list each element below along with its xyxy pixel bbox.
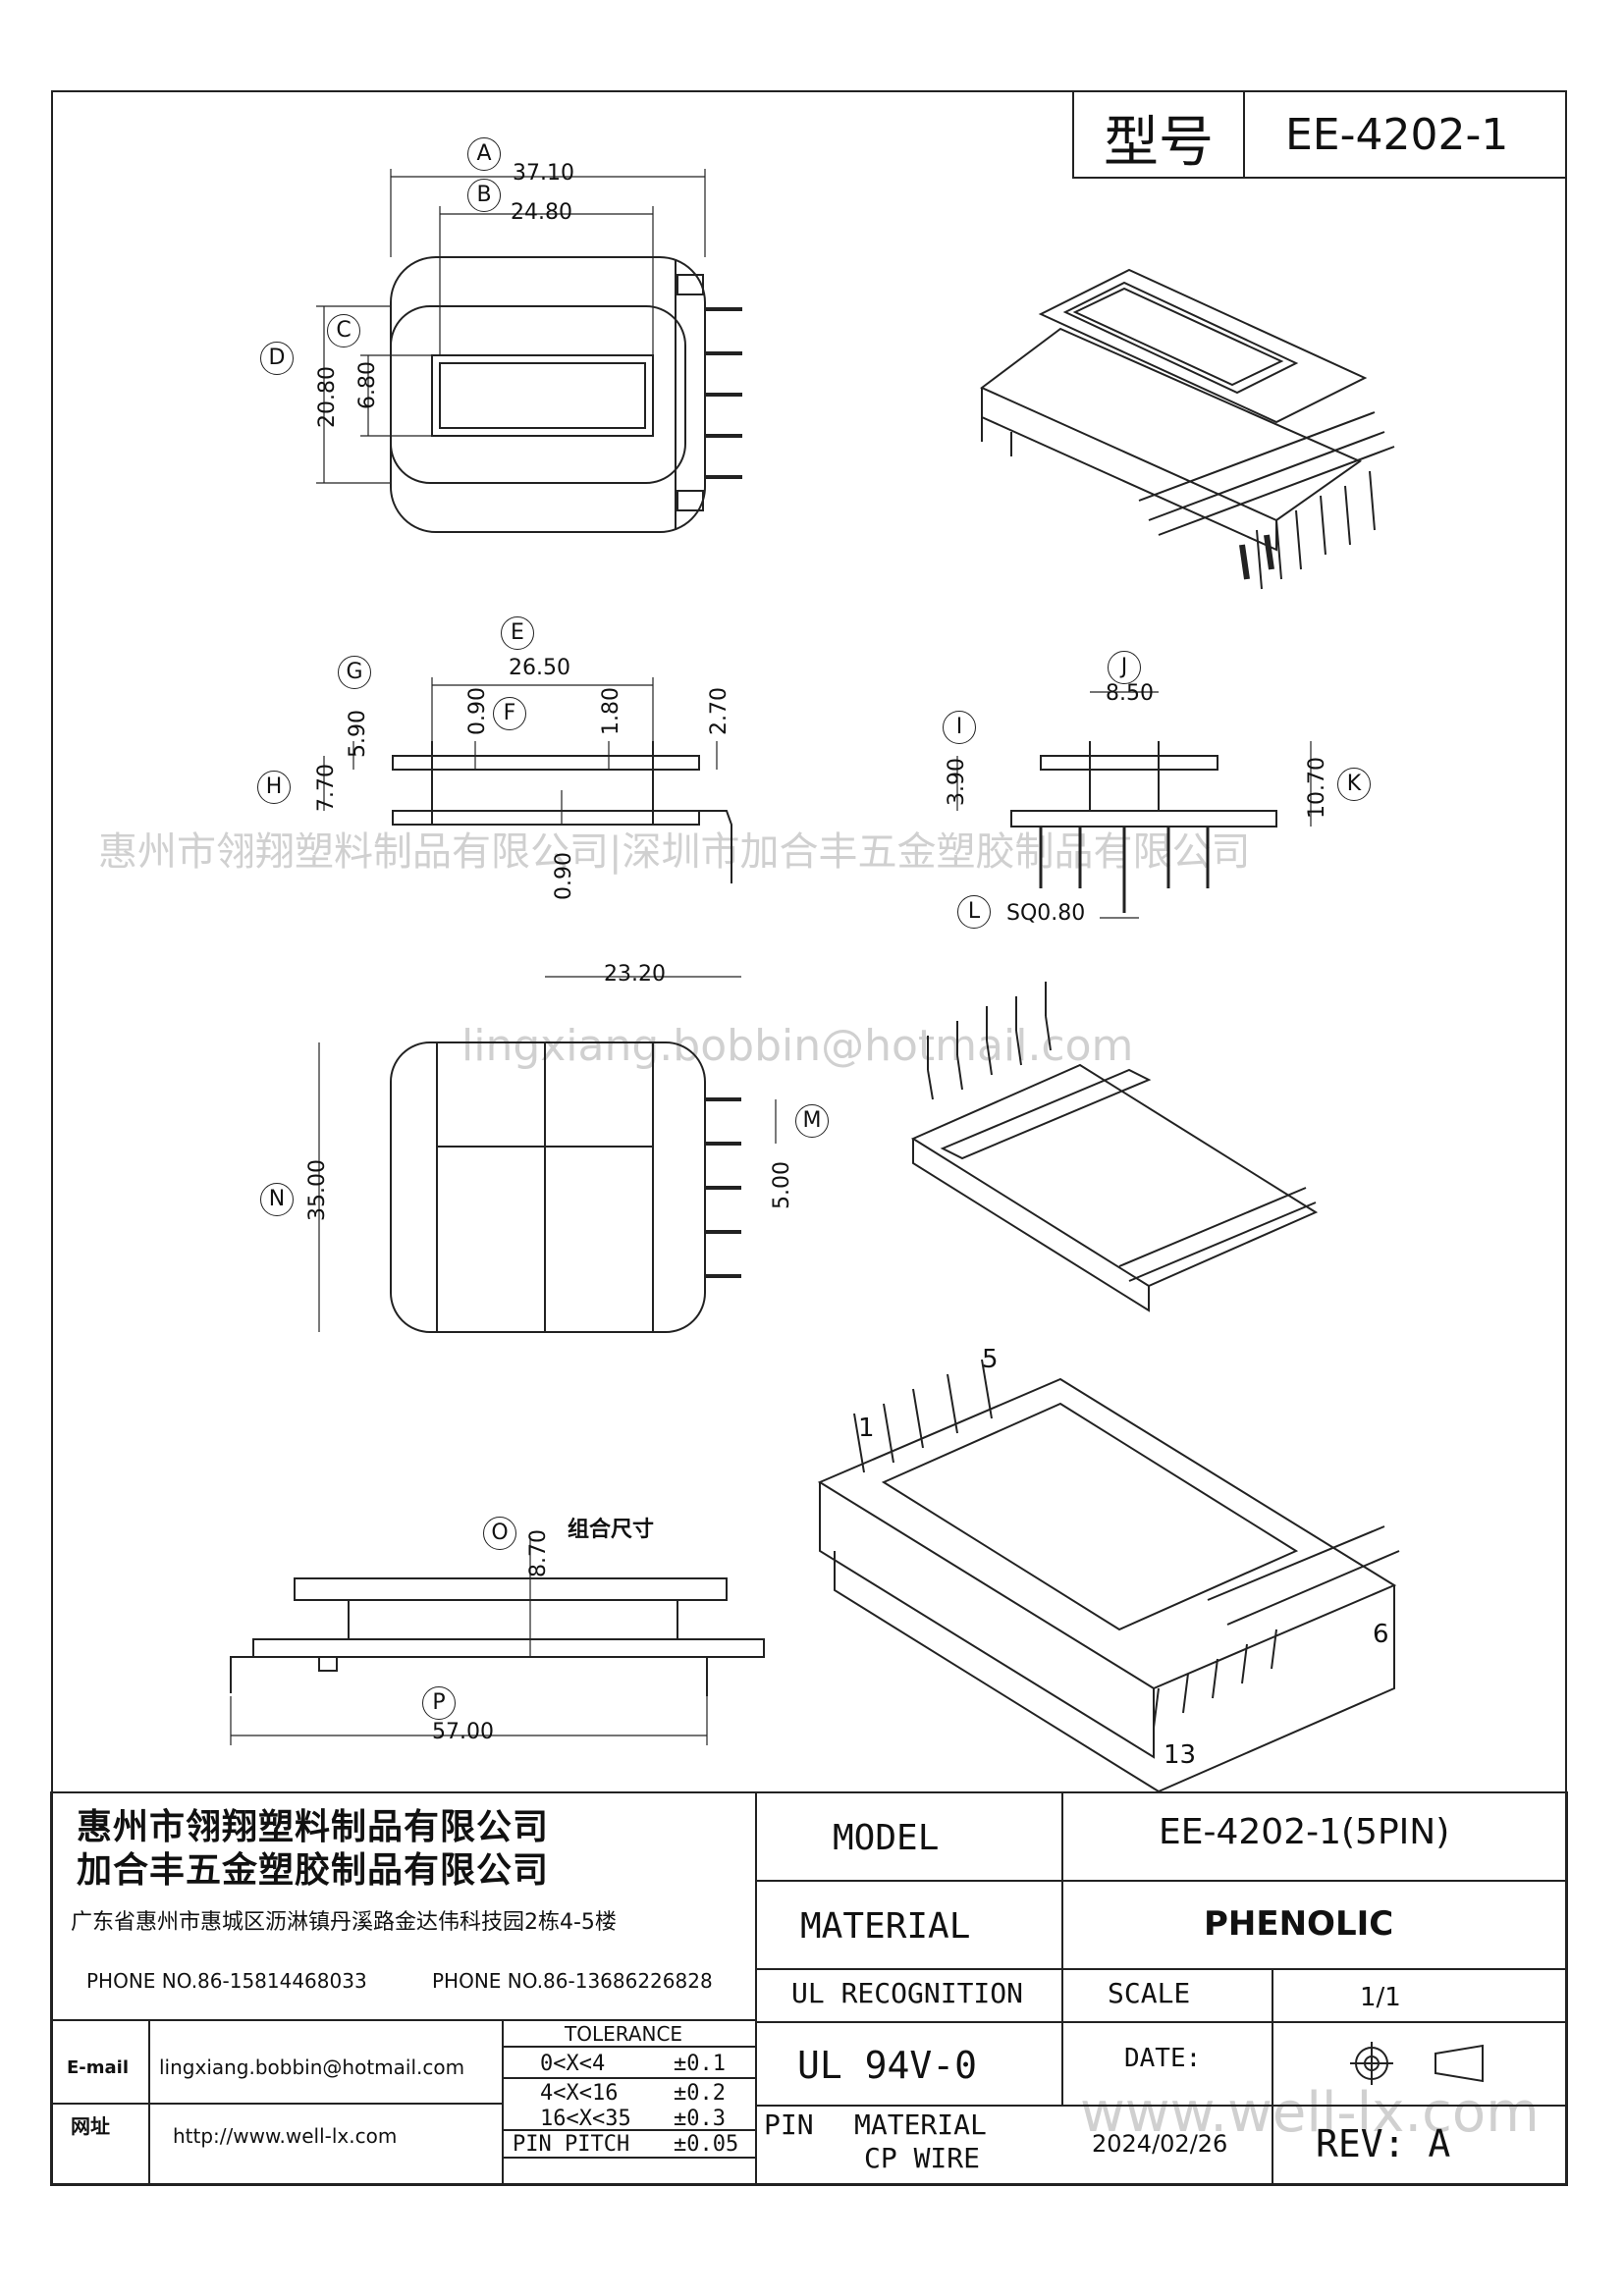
balloon-L: L [957,895,991,929]
balloon-E: E [501,616,534,650]
dim-F3: 2.70 [706,687,731,735]
tolerance-value-1: ±0.1 [674,2052,726,2076]
phone-1: PHONE NO.86-15814468033 [86,1969,367,1993]
balloon-B: B [467,179,501,212]
pin-number-1: 1 [858,1414,875,1443]
top-view [316,169,742,533]
bottom-view [318,976,777,1333]
balloon-M: M [795,1104,829,1138]
dim-O: 8.70 [525,1529,551,1577]
email-value[interactable]: lingxiang.bobbin@hotmail.com [159,2056,465,2079]
dim-B: 24.80 [511,200,572,225]
dim-F: 0.90 [464,687,490,735]
dim-K: 10.70 [1304,757,1329,819]
model-value: EE-4202-1(5PIN) [1159,1812,1450,1852]
material-label: MATERIAL [800,1906,971,1947]
balloon-F: F [493,697,526,730]
company-name-2: 加合丰五金塑胶制品有限公司 [77,1849,550,1891]
dim-G: 5.90 [345,710,370,758]
scale-label: SCALE [1108,1977,1191,2009]
title-block-frame [50,1791,1568,2186]
tolerance-value-2: ±0.2 [674,2081,726,2106]
dim-C: 6.80 [354,361,380,409]
tolerance-value-4: ±0.05 [674,2132,739,2157]
watermark-company: 惠州市翎翔塑料制品有限公司|深圳市加合丰五金塑胶制品有限公司 [98,829,1251,875]
dim-N: 35.00 [304,1159,330,1221]
material-value: PHENOLIC [1204,1904,1394,1944]
pin-material-label: MATERIAL [854,2109,987,2141]
balloon-C: C [327,314,360,347]
assembly-label: 组合尺寸 [568,1518,655,1542]
pin-label: PIN [764,2109,814,2141]
header-model-value: EE-4202-1 [1285,110,1509,160]
dim-H: 7.70 [313,764,339,812]
assembly-iso-view [817,1359,1400,1793]
header-model-label: 型号 [1104,111,1214,175]
tolerance-range-3: 16<X<35 [540,2107,631,2131]
web-value[interactable]: http://www.well-lx.com [173,2124,398,2148]
pin-number-5: 5 [982,1345,999,1374]
pin-number-6: 6 [1373,1620,1389,1649]
dim-top: 23.20 [604,962,666,987]
dim-M: 5.00 [769,1161,794,1209]
date-value: 2024/02/26 [1092,2130,1228,2158]
ul-value: UL 94V-0 [797,2044,978,2087]
dim-E: 26.50 [509,656,570,680]
balloon-J: J [1108,651,1141,684]
date-label: DATE: [1124,2044,1202,2073]
dim-P: 57.00 [432,1720,494,1744]
iso-view-1 [980,268,1395,590]
phone-2: PHONE NO.86-13686226828 [432,1969,713,1993]
tolerance-header: TOLERANCE [565,2022,683,2046]
dim-I: 3.90 [944,758,969,806]
email-label: E-mail [67,2057,130,2078]
balloon-N: N [260,1183,294,1216]
tolerance-range-2: 4<X<16 [540,2081,619,2106]
scale-value: 1/1 [1360,1983,1401,2012]
company-name-1: 惠州市翎翔塑料制品有限公司 [77,1806,550,1847]
ul-label: UL RECOGNITION [791,1977,1024,2009]
balloon-G: G [338,656,371,689]
company-address: 广东省惠州市惠城区沥淋镇丹溪路金达伟科技园2栋4-5楼 [71,1910,617,1935]
watermark-web: www.well-lx.com [1080,2081,1540,2145]
balloon-P: P [422,1686,456,1720]
assembly-side-view [230,1536,765,1745]
balloon-K: K [1337,768,1371,801]
revision: REV: A [1316,2122,1451,2165]
tolerance-value-3: ±0.3 [674,2107,726,2131]
header-model-box: 型号 EE-4202-1 [1072,90,1567,179]
web-label: 网址 [71,2114,110,2138]
dim-H2: 0.90 [551,852,576,900]
pin-material-value: CP WIRE [864,2142,981,2174]
side-view [323,677,732,883]
top-view-pins [705,307,742,479]
tolerance-range-1: 0<X<4 [540,2052,606,2076]
front-view [956,691,1312,919]
model-label: MODEL [833,1818,940,1858]
balloon-D: D [260,342,294,375]
balloon-I: I [943,711,976,744]
pin-number-13: 13 [1164,1740,1197,1770]
balloon-H: H [257,771,291,804]
dim-D: 20.80 [314,366,340,428]
balloon-O: O [483,1517,516,1550]
dim-F2: 1.80 [598,687,623,735]
balloon-A: A [467,137,501,171]
dim-L: SQ0.80 [1006,901,1086,926]
iso-view-2 [910,982,1319,1312]
dim-A: 37.10 [513,161,574,186]
tolerance-range-4: PIN PITCH [513,2132,630,2157]
dim-J: 8.50 [1106,681,1154,706]
